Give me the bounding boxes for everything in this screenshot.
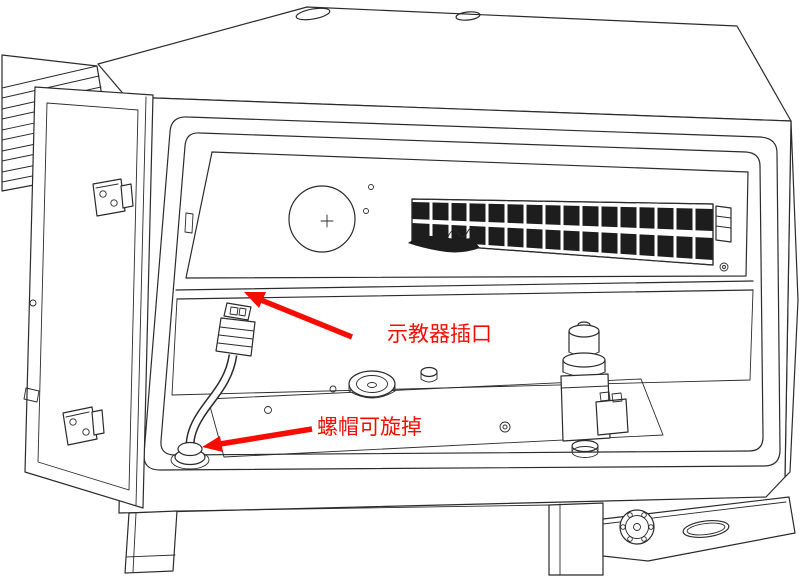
valve-side-block [595, 398, 629, 436]
shelf-divider [171, 280, 754, 396]
small-plug [420, 366, 438, 383]
base-connector [619, 509, 655, 545]
annotations: 示教器插口 螺帽可旋掉 [202, 292, 492, 452]
annotation-arrow-nut [219, 426, 313, 447]
plus-mark [320, 214, 334, 228]
pedestal-left-leg [124, 510, 178, 574]
cabinet-top-face [97, 6, 792, 122]
annotation-label-nut: 螺帽可旋掉 [317, 415, 422, 439]
wiring-cluster [408, 235, 480, 253]
top-slot-left [295, 7, 331, 21]
pedestal-right-leg [548, 502, 604, 576]
annotation-arrowhead-nut [202, 436, 223, 452]
door-screw [29, 299, 37, 307]
top-slot-right [455, 11, 481, 21]
base-foot-plate [602, 496, 796, 562]
terminal-block-strip [408, 198, 714, 266]
round-cover-plate [288, 185, 356, 253]
cable-body [187, 354, 236, 447]
pedestal [124, 496, 796, 576]
annotation-arrow-teach-pendant [259, 297, 354, 340]
door-hinge-bottom [62, 406, 105, 446]
cabinet-door [23, 86, 154, 509]
foot-slot [682, 519, 730, 539]
annotation-label-teach-pendant: 示教器插口 [387, 322, 492, 346]
annotation-arrowhead-teach-pendant [244, 292, 266, 308]
frame-latch-tab [184, 212, 194, 234]
breather-cap [348, 370, 396, 399]
valve-assembly [560, 321, 629, 458]
door-hinge-top [92, 178, 134, 217]
wire-squiggle [447, 227, 476, 238]
terminal-connector-right [715, 205, 732, 272]
cable-gland-nut [177, 441, 203, 457]
door-edge-tab [23, 387, 40, 403]
panel-screw [363, 208, 369, 214]
teach-pendant-cable [170, 302, 256, 470]
panel-screw [368, 184, 374, 190]
